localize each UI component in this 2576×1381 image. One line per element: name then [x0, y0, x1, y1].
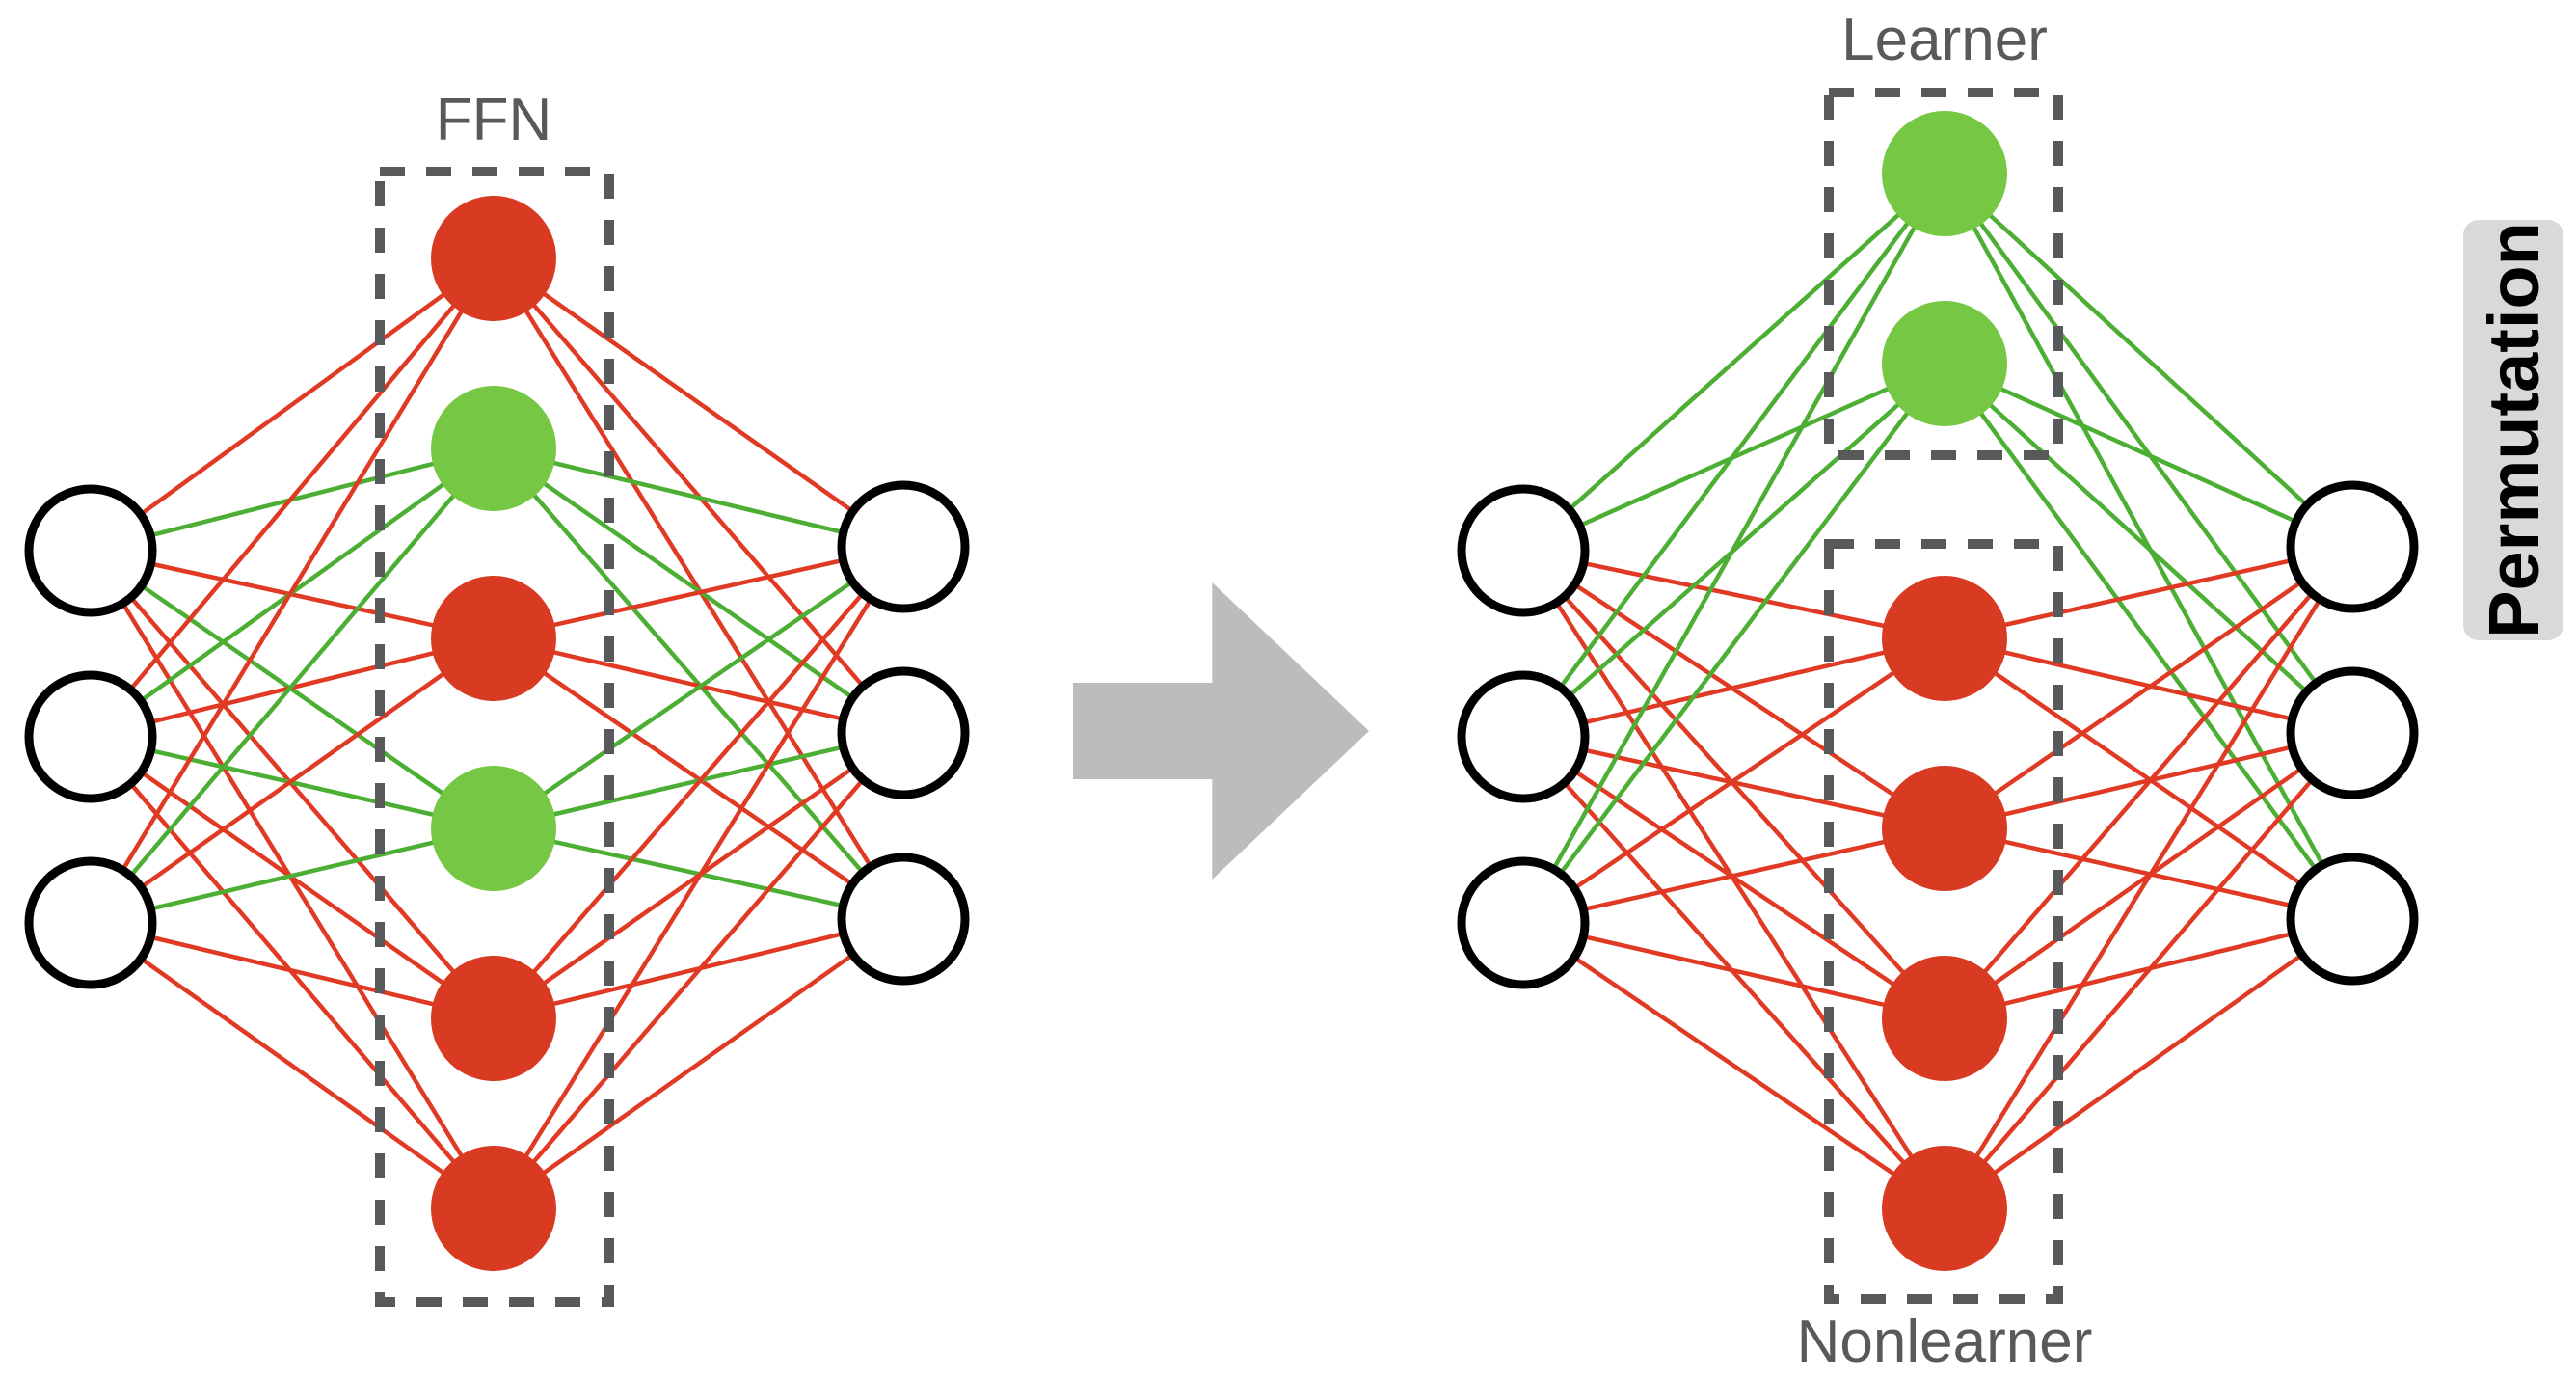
connection-edge — [138, 956, 445, 1175]
hidden-unit-learner-2 — [1882, 301, 2007, 426]
ffn-dashed-box — [375, 167, 614, 1307]
io-node-1 — [1457, 484, 1590, 617]
left-hidden-nodes — [431, 196, 556, 1271]
connection-edge — [1988, 213, 2310, 508]
connection-edge — [1558, 411, 1910, 877]
hidden-unit-learner-4 — [431, 766, 556, 891]
connection-edge — [1983, 591, 2315, 974]
connection-edge — [1558, 221, 1910, 690]
connection-edge — [1974, 597, 2322, 1157]
permutation-label: Permutation — [2474, 222, 2554, 638]
connection-edge — [1581, 934, 1886, 1007]
left-edges — [120, 292, 873, 1175]
connection-edge — [1993, 952, 2305, 1175]
connection-edge — [1999, 387, 2298, 525]
hidden-unit-nonlearner-6 — [431, 1146, 556, 1271]
hidden-unit-nonlearner-2 — [1882, 766, 2007, 891]
transformation-arrow-icon — [1073, 582, 1369, 880]
connection-edge — [543, 579, 855, 796]
hidden-unit-nonlearner-4 — [1882, 1146, 2007, 1271]
connection-edge — [552, 557, 845, 628]
io-node-2 — [1457, 670, 1590, 803]
hidden-unit-nonlearner-3 — [431, 576, 556, 701]
ffn-label: FFN — [436, 87, 552, 153]
nonlearner-label: Nonlearner — [1797, 1309, 2093, 1375]
connection-edge — [1571, 671, 1895, 891]
connection-edge — [148, 934, 435, 1007]
connection-edge — [1581, 839, 1886, 912]
io-node-3 — [24, 856, 157, 989]
io-node-3 — [1457, 856, 1590, 989]
connection-edge — [532, 777, 866, 1164]
connection-edge — [523, 597, 873, 1157]
connection-edge — [138, 292, 445, 517]
nonlearner-dashed-box — [1824, 539, 2063, 1304]
left-network: FFN — [24, 87, 970, 1307]
permutation-panel: Permutation — [2463, 220, 2563, 640]
connection-edge — [148, 840, 435, 911]
connection-edge — [1567, 213, 1900, 512]
connection-edge — [532, 591, 866, 974]
io-node-2 — [2286, 666, 2419, 799]
connection-edge — [1983, 777, 2315, 1163]
right-input-nodes — [1457, 484, 1590, 989]
connection-edge — [1581, 650, 1886, 725]
connection-edge — [1979, 412, 2319, 872]
left-hidden-box-group — [375, 167, 614, 1307]
hidden-unit-nonlearner-5 — [431, 956, 556, 1081]
io-node-3 — [837, 853, 970, 986]
permutation-panel-background — [2463, 220, 2563, 640]
connection-edge — [1571, 955, 1895, 1176]
right-hidden-nodes — [1882, 111, 2007, 1271]
hidden-unit-nonlearner-3 — [1882, 956, 2007, 1081]
connection-edge — [2003, 557, 2294, 628]
io-node-2 — [837, 666, 970, 799]
right-group-boxes — [1824, 88, 2063, 1304]
io-node-3 — [2286, 853, 2419, 986]
connection-edge — [551, 460, 846, 535]
right-output-nodes — [2286, 480, 2419, 986]
io-node-1 — [2286, 480, 2419, 613]
left-input-nodes — [24, 484, 157, 989]
left-output-nodes — [837, 480, 970, 986]
io-node-1 — [837, 480, 970, 613]
connection-edge — [1551, 226, 1917, 872]
connection-edge — [127, 304, 456, 692]
learner-label: Learner — [1841, 7, 2048, 73]
connection-edge — [1994, 580, 2304, 796]
hidden-unit-nonlearner-1 — [431, 196, 556, 321]
hidden-unit-learner-2 — [431, 386, 556, 511]
io-node-1 — [24, 484, 157, 617]
right-network: Learner Nonlearner Permutation — [1457, 7, 2563, 1375]
connection-edge — [120, 310, 464, 873]
hidden-unit-nonlearner-1 — [1882, 576, 2007, 701]
hidden-unit-learner-1 — [1882, 111, 2007, 236]
connection-edge — [139, 672, 445, 890]
connection-edge — [542, 292, 855, 514]
connection-edge — [542, 952, 855, 1175]
io-node-2 — [24, 670, 157, 803]
learner-dashed-box — [1824, 88, 2063, 460]
connection-edge — [128, 494, 456, 879]
